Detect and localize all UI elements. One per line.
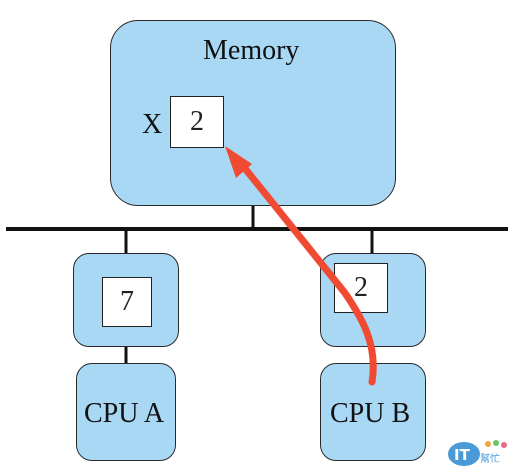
memory-title: Memory <box>203 35 300 66</box>
watermark-subtext: 幫忙 <box>480 452 500 465</box>
watermark-text: IT <box>454 446 471 464</box>
cpu-a-label: CPU A <box>84 398 165 429</box>
arrow-curve <box>239 162 377 386</box>
it-watermark-logo: IT 幫忙 <box>448 440 507 466</box>
cpu-a-cache-cell: 7 <box>102 277 152 327</box>
memory-variable-cell: 2 <box>170 96 224 148</box>
memory-variable-name: X <box>142 109 163 140</box>
cpu-b-cache-cell: 2 <box>334 263 388 313</box>
cpu-b-label: CPU B <box>330 398 411 429</box>
arrow-head <box>225 146 252 178</box>
cpu-a-block <box>76 363 176 461</box>
